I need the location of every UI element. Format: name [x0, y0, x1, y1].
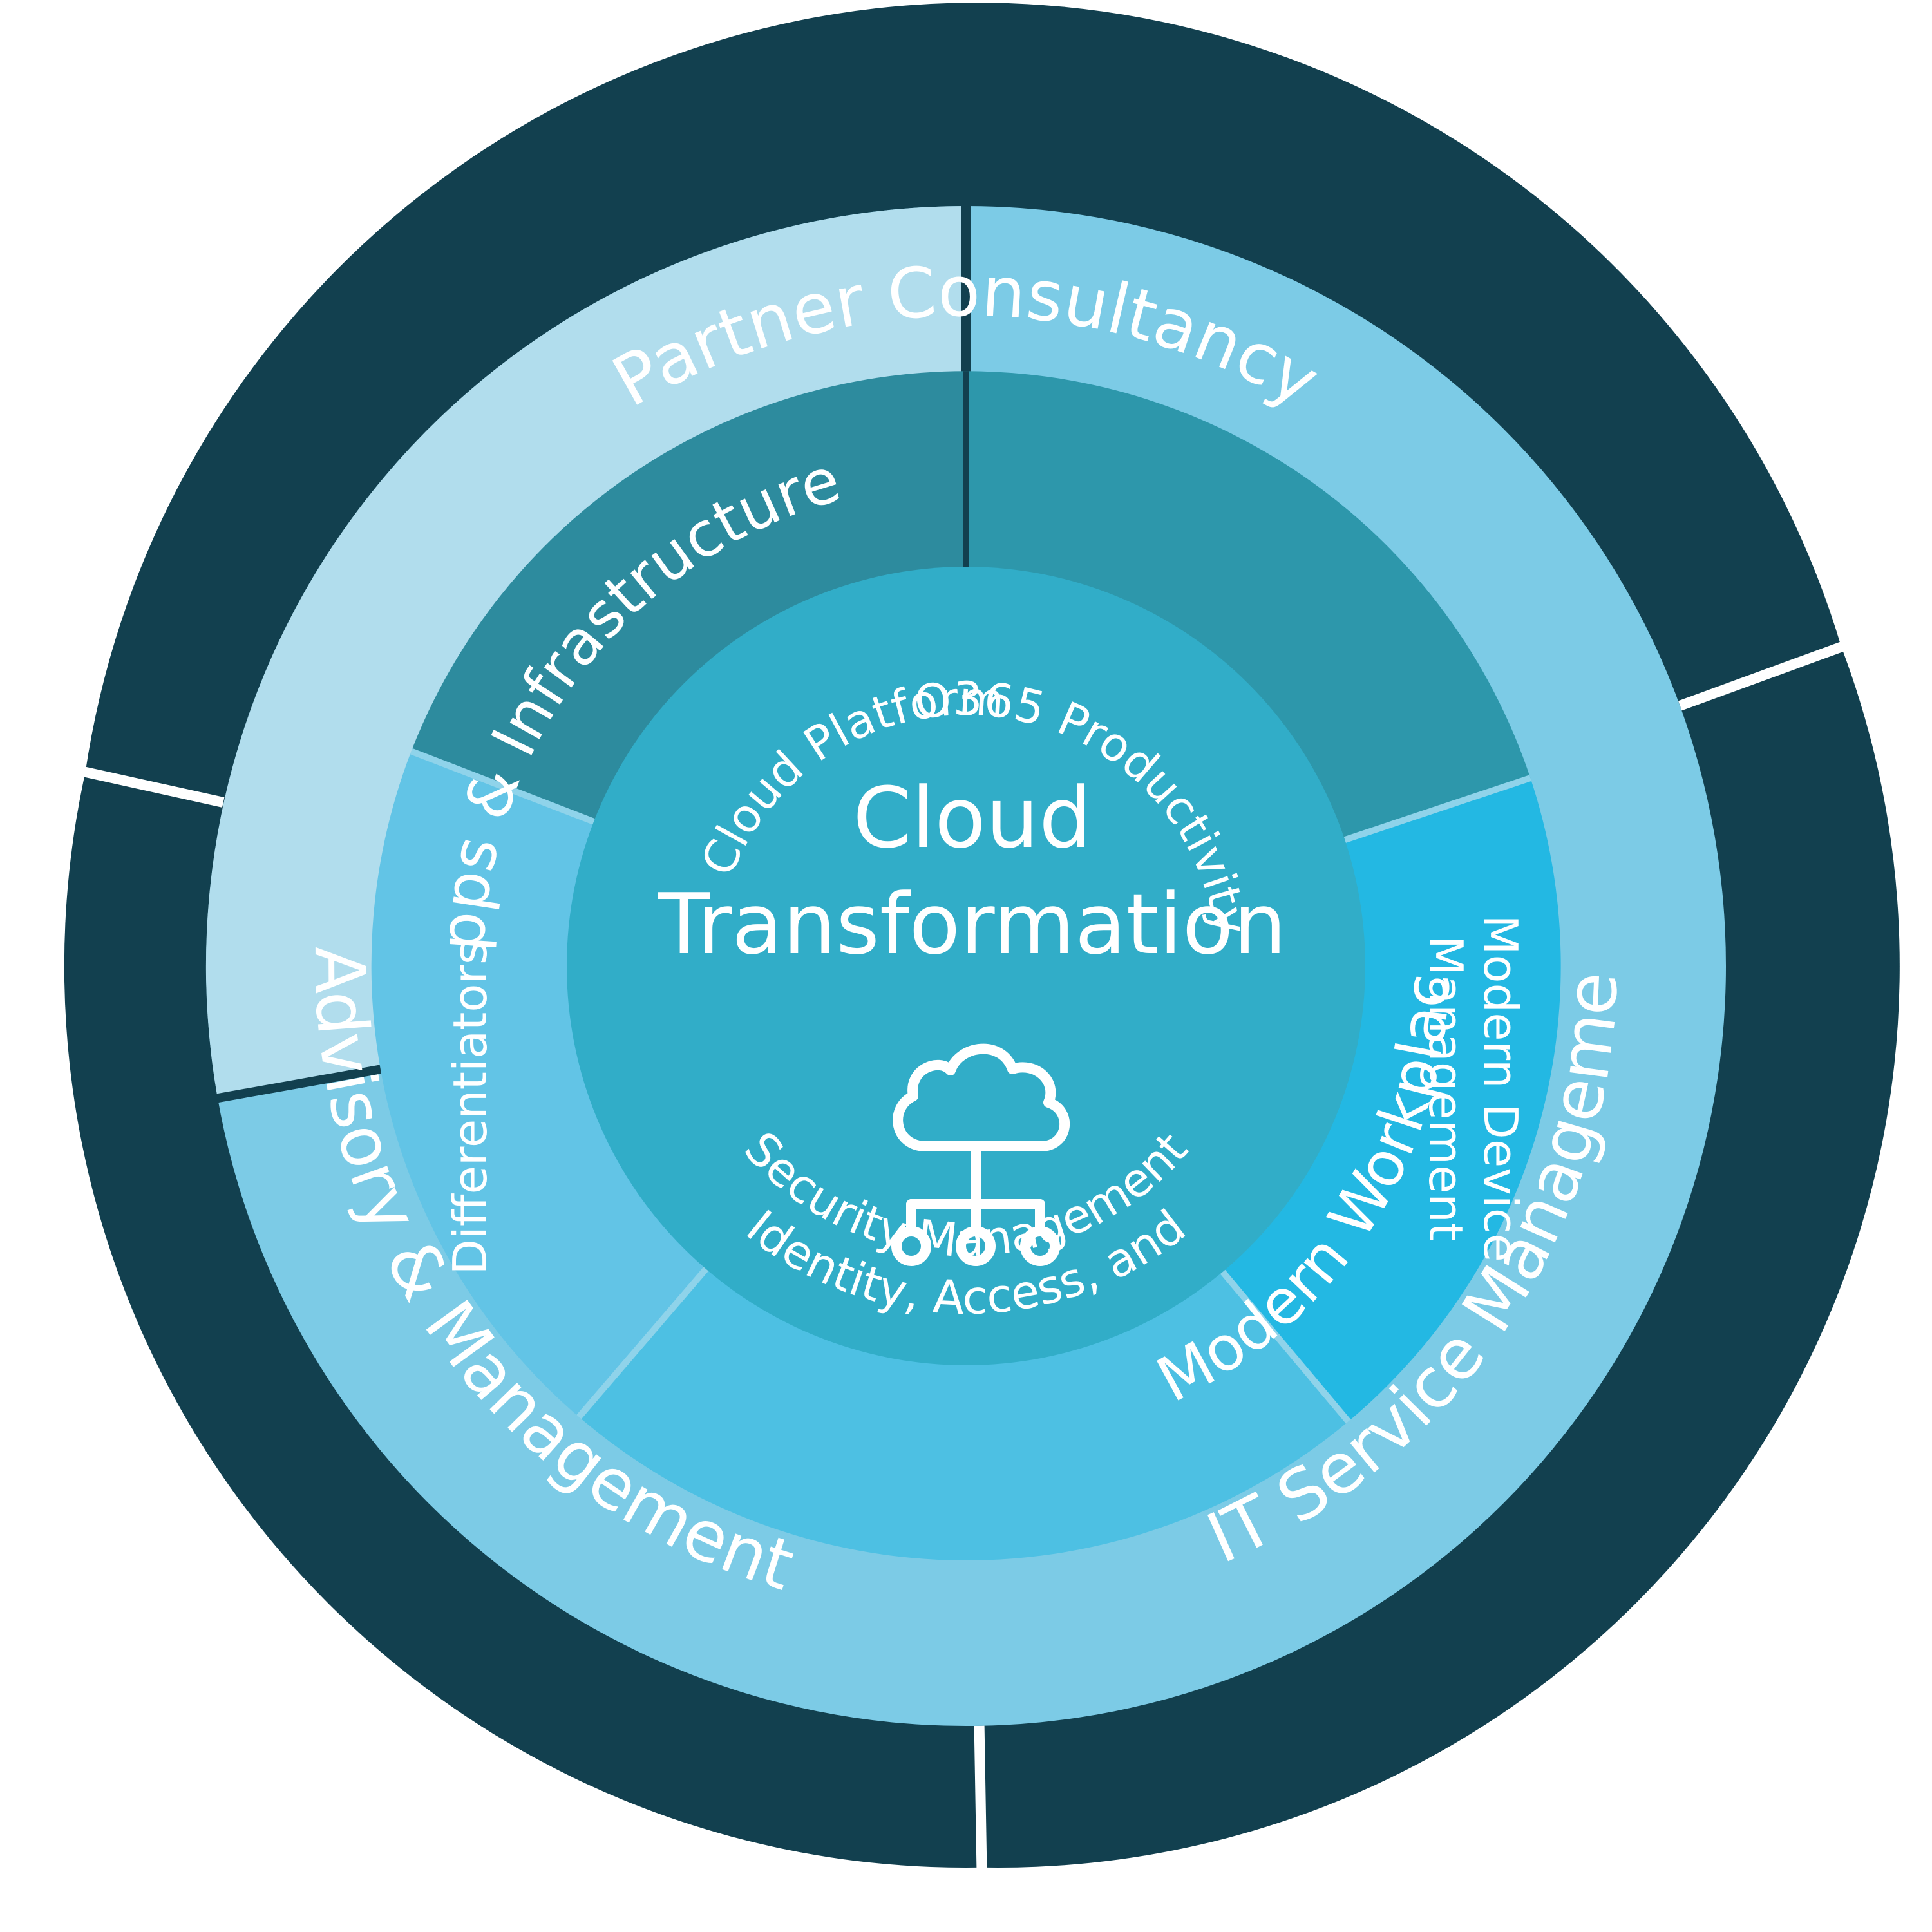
outer-separator [62, 762, 225, 808]
inner-separator [410, 748, 611, 831]
inner-label-modern-device-management-line1: Modern Device [1473, 914, 1528, 1262]
outer-separator [1678, 634, 1864, 711]
middle-separator [206, 1063, 394, 1104]
center-title-line1: Cloud [853, 769, 1092, 867]
outer-separator [974, 1725, 987, 1891]
inner-separator [576, 1267, 709, 1419]
inner-label-differentiators: Differentiators [443, 940, 497, 1274]
inner-separator [1220, 1269, 1351, 1424]
inner-label-modern-device-management-line2: Management [1419, 936, 1473, 1241]
inner-separator [1343, 775, 1531, 843]
center-circle [567, 567, 1365, 1365]
cloud-network-icon [891, 1043, 1070, 1266]
center-title-line2: Transformation [658, 875, 1286, 973]
